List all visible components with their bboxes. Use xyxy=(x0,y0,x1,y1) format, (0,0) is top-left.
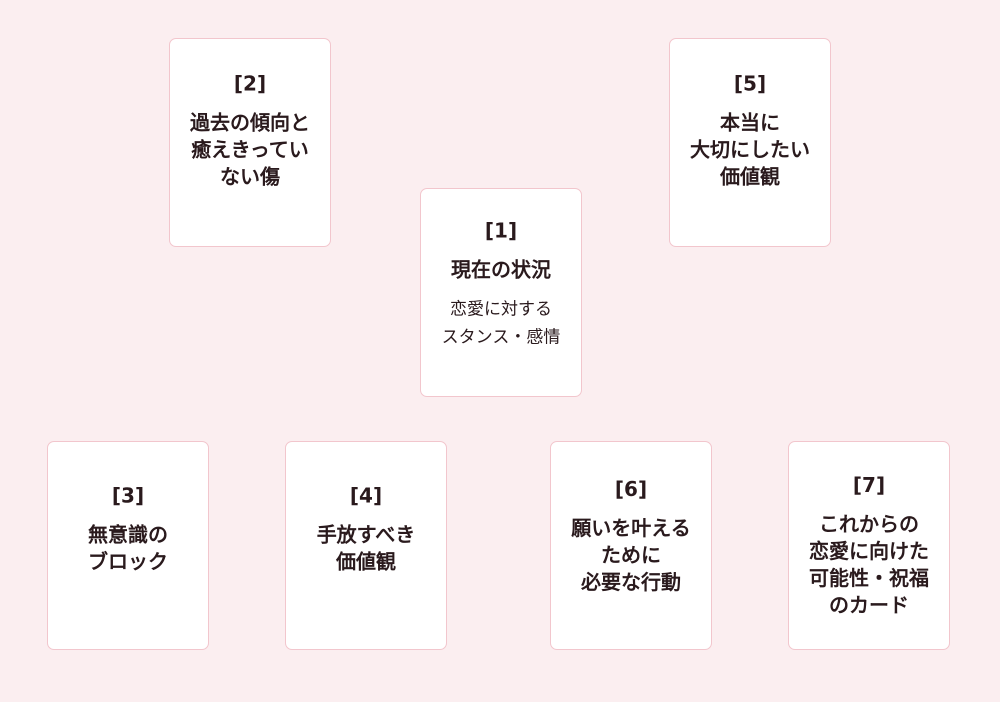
card-2-content: [2] 過去の傾向と 癒えきってい ない傷 xyxy=(170,71,330,190)
card-6-title-line-2: ために xyxy=(601,542,661,567)
card-3-title-line-2: ブロック xyxy=(88,548,168,573)
card-7-content: [7] これからの 恋愛に向けた 可能性・祝福 のカード xyxy=(789,473,949,619)
card-1-title: 現在の状況 xyxy=(421,256,581,283)
card-2-title-line-1: 過去の傾向と xyxy=(190,110,310,135)
card-3-unconscious-block[interactable]: [3] 無意識の ブロック xyxy=(47,441,209,650)
card-7-title: これからの 恋愛に向けた 可能性・祝福 のカード xyxy=(789,511,949,619)
card-7-future-possibility[interactable]: [7] これからの 恋愛に向けた 可能性・祝福 のカード xyxy=(788,441,950,650)
card-1-title-line-1: 現在の状況 xyxy=(451,257,551,282)
card-1-content: [1] 現在の状況 恋愛に対する スタンス・感情 xyxy=(421,218,581,351)
card-1-subtitle: 恋愛に対する スタンス・感情 xyxy=(421,295,581,351)
card-2-title-line-2: 癒えきってい xyxy=(191,137,309,162)
card-6-necessary-action[interactable]: [6] 願いを叶える ために 必要な行動 xyxy=(550,441,712,650)
card-7-number: [7] xyxy=(852,472,886,497)
card-4-number: [4] xyxy=(349,482,383,507)
card-2-number: [2] xyxy=(233,71,267,96)
card-6-content: [6] 願いを叶える ために 必要な行動 xyxy=(551,476,711,595)
card-3-title: 無意識の ブロック xyxy=(48,521,208,575)
card-2-title: 過去の傾向と 癒えきってい ない傷 xyxy=(170,109,330,190)
card-1-number: [1] xyxy=(484,218,518,243)
card-4-values-to-release[interactable]: [4] 手放すべき 価値観 xyxy=(285,441,447,650)
card-6-title-line-3: 必要な行動 xyxy=(581,569,681,594)
card-1-sub-line-1: 恋愛に対する xyxy=(450,299,552,320)
card-6-title: 願いを叶える ために 必要な行動 xyxy=(551,514,711,595)
card-5-number: [5] xyxy=(733,71,767,96)
card-3-title-line-1: 無意識の xyxy=(88,521,168,546)
card-2-past-tendency[interactable]: [2] 過去の傾向と 癒えきってい ない傷 xyxy=(169,38,331,247)
card-5-content: [5] 本当に 大切にしたい 価値観 xyxy=(670,71,830,190)
card-5-title-line-3: 価値観 xyxy=(720,164,780,189)
card-4-title: 手放すべき 価値観 xyxy=(286,521,446,575)
card-3-content: [3] 無意識の ブロック xyxy=(48,483,208,575)
card-2-title-line-3: ない傷 xyxy=(220,164,280,189)
card-1-current-situation[interactable]: [1] 現在の状況 恋愛に対する スタンス・感情 xyxy=(420,188,582,397)
card-4-title-line-1: 手放すべき xyxy=(316,521,416,546)
card-4-title-line-2: 価値観 xyxy=(336,548,396,573)
card-7-title-line-4: のカード xyxy=(829,592,909,617)
card-5-values-to-cherish[interactable]: [5] 本当に 大切にしたい 価値観 xyxy=(669,38,831,247)
card-4-content: [4] 手放すべき 価値観 xyxy=(286,483,446,575)
card-5-title-line-2: 大切にしたい xyxy=(690,137,810,162)
card-3-number: [3] xyxy=(111,482,145,507)
card-7-title-line-3: 可能性・祝福 xyxy=(809,565,929,590)
card-7-title-line-2: 恋愛に向けた xyxy=(809,538,929,563)
card-5-title-line-1: 本当に xyxy=(720,110,780,135)
card-7-title-line-1: これからの xyxy=(819,511,919,536)
card-5-title: 本当に 大切にしたい 価値観 xyxy=(670,109,830,190)
card-6-title-line-1: 願いを叶える xyxy=(571,515,691,540)
card-1-sub-line-2: スタンス・感情 xyxy=(441,327,561,348)
card-6-number: [6] xyxy=(614,476,648,501)
